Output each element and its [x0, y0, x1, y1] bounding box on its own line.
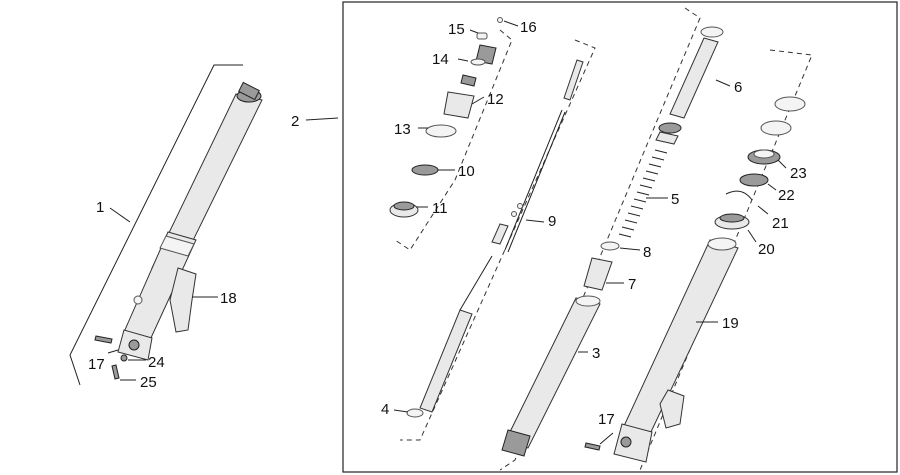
label-14: 14 — [432, 51, 449, 68]
label-19: 19 — [722, 315, 739, 332]
label-18: 18 — [220, 290, 237, 307]
label-1: 1 — [96, 199, 104, 216]
label-16: 16 — [520, 19, 537, 36]
label-20: 20 — [758, 241, 775, 258]
label-2: 2 — [291, 113, 299, 130]
callout-labels: 1 2 3 4 5 6 7 8 9 10 11 12 13 14 15 16 1… — [88, 19, 807, 428]
label-12: 12 — [487, 91, 504, 108]
label-8: 8 — [643, 244, 651, 261]
cartridge-top-parts — [389, 17, 513, 251]
damper-rod — [400, 39, 596, 441]
label-15: 15 — [448, 21, 465, 38]
label-21: 21 — [772, 215, 789, 232]
label-17-right: 17 — [598, 411, 615, 428]
left-hardware — [94, 335, 128, 380]
label-5: 5 — [671, 191, 679, 208]
label-24: 24 — [148, 354, 165, 371]
label-3: 3 — [592, 345, 600, 362]
label-9: 9 — [548, 213, 556, 230]
label-13: 13 — [394, 121, 411, 138]
label-25: 25 — [140, 374, 157, 391]
inner-tube-spring — [499, 7, 724, 471]
leader-lines — [107, 20, 787, 445]
label-17-left: 17 — [88, 356, 105, 373]
label-6: 6 — [734, 79, 742, 96]
label-11: 11 — [432, 200, 448, 217]
label-23: 23 — [790, 165, 807, 182]
label-10: 10 — [458, 163, 475, 180]
outer-slider — [584, 49, 813, 471]
label-22: 22 — [778, 187, 795, 204]
label-7: 7 — [628, 276, 636, 293]
complete-fork-leg — [69, 64, 263, 386]
assembly-frame — [342, 1, 898, 473]
label-4: 4 — [381, 401, 389, 418]
